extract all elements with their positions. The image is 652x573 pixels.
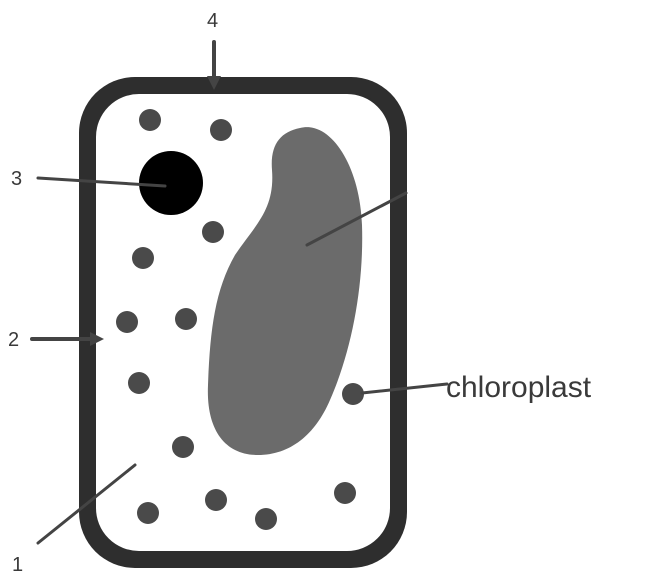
chloroplast-dot xyxy=(205,489,227,511)
label-2: 2 xyxy=(8,329,19,351)
chloroplast-dot xyxy=(202,221,224,243)
chloroplast-dot xyxy=(116,311,138,333)
chloroplast-dot xyxy=(255,508,277,530)
chloroplast-dot xyxy=(342,383,364,405)
chloroplast-dot xyxy=(128,372,150,394)
label-3: 3 xyxy=(11,168,22,190)
chloroplast-dot xyxy=(137,502,159,524)
chloroplast-dot xyxy=(172,436,194,458)
chloroplast-dot xyxy=(334,482,356,504)
nucleus xyxy=(139,151,203,215)
label-4: 4 xyxy=(207,10,218,32)
chloroplast-dot xyxy=(132,247,154,269)
chloroplast-dot xyxy=(175,308,197,330)
chloroplast-dot xyxy=(139,109,161,131)
label-chloroplast: chloroplast xyxy=(446,371,592,404)
chloroplast-dot xyxy=(210,119,232,141)
label-1: 1 xyxy=(12,554,23,573)
